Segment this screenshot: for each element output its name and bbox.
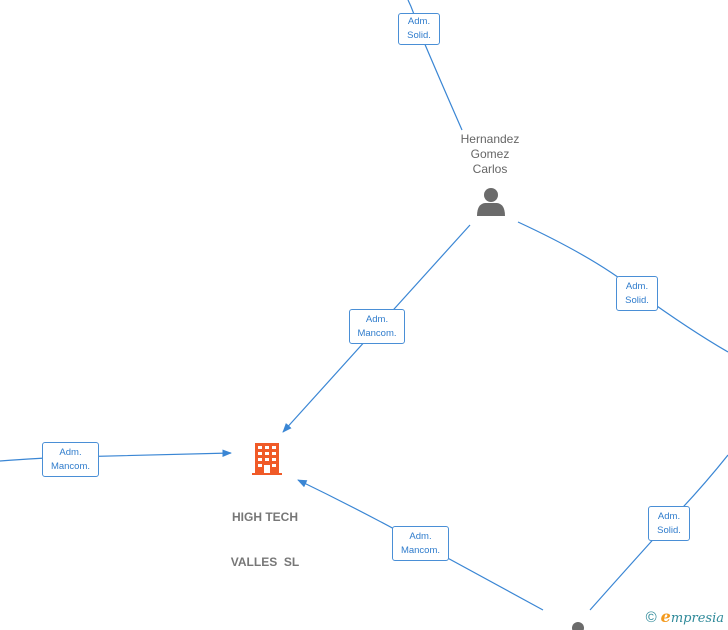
edge-label-line1: Adm. bbox=[407, 16, 431, 27]
edge-label-bottom-company[interactable]: Adm. Mancom. bbox=[392, 526, 449, 561]
edge-label-line2: Mancom. bbox=[400, 544, 441, 556]
brand-initial: e bbox=[660, 607, 671, 626]
edge-label-line1: Adm. bbox=[409, 530, 432, 542]
edge-label-hernandez-company[interactable]: Adm. Mancom. bbox=[349, 309, 405, 344]
person-name-line: Hernandez bbox=[460, 132, 520, 146]
edge-label-line1: Adm. bbox=[625, 280, 649, 292]
company-name-line: VALLES SL bbox=[230, 555, 300, 569]
edge-line-left-company bbox=[0, 449, 232, 462]
company-name-line: HIGH TECH bbox=[232, 510, 298, 524]
edge-label-line2: Mancom. bbox=[50, 460, 91, 472]
edge-label-line1: Adm. bbox=[59, 446, 82, 458]
person-icon-partial[interactable] bbox=[572, 622, 584, 630]
edge-label-line2: Solid. bbox=[657, 524, 681, 536]
edge-label-hernandez-right[interactable]: Adm. Solid. bbox=[616, 276, 658, 311]
edge-label-bottom-right[interactable]: Adm. Solid. bbox=[648, 506, 690, 541]
person-name-hernandez[interactable]: Hernandez Gomez Carlos bbox=[450, 132, 530, 177]
person-name-line: Gomez bbox=[470, 147, 510, 161]
person-name-line: Carlos bbox=[472, 162, 508, 176]
person-icon[interactable] bbox=[477, 188, 505, 216]
watermark: ©empresia bbox=[646, 607, 724, 626]
edge-label-line1: Adm. bbox=[657, 510, 681, 522]
edge-label-top[interactable]: Adm. Solid. bbox=[398, 13, 440, 45]
copyright-symbol: © bbox=[645, 609, 657, 626]
company-name[interactable]: HIGH TECH VALLES SL bbox=[215, 480, 315, 585]
edge-label-line2: Solid. bbox=[407, 30, 431, 41]
edge-label-left-company[interactable]: Adm. Mancom. bbox=[42, 442, 99, 477]
edge-label-line2: Solid. bbox=[625, 294, 649, 306]
edge-label-line1: Adm. bbox=[365, 313, 389, 325]
brand-name: mpresia bbox=[670, 611, 724, 626]
edge-label-line2: Mancom. bbox=[357, 327, 397, 339]
building-icon[interactable] bbox=[252, 443, 282, 475]
